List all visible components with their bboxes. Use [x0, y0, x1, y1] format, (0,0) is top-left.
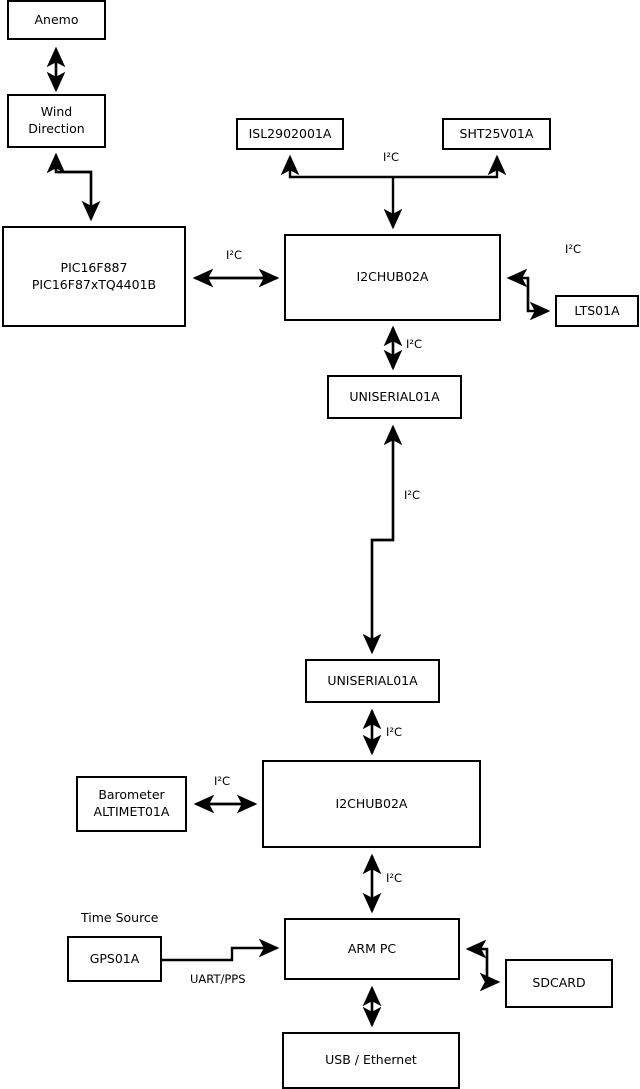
node-barometer-altimet01a[interactable]: Barometer ALTIMET01A [76, 776, 187, 832]
wire-bus-isl [280, 154, 393, 179]
edge-label-i2c-uniserial-hub2: I²C [386, 725, 403, 739]
node-isl2902001a[interactable]: ISL2902001A [236, 118, 344, 150]
wire-hub-lts [526, 278, 551, 321]
edge-label-i2c-hub2-armpc: I²C [386, 871, 403, 885]
node-i2chub02a-top[interactable]: I2CHUB02A [284, 234, 501, 321]
wire-sdcard-armpc [465, 939, 489, 982]
node-uniserial01a-bottom[interactable]: UNISERIAL01A [305, 659, 440, 703]
edge-label-i2c-sensor-bus: I²C [383, 150, 400, 164]
wire-bus-sht [393, 154, 507, 179]
wire-armpc-sdcard [479, 949, 501, 992]
edge-label-i2c-pic-hub: I²C [226, 248, 243, 262]
wire-lts-hub [506, 268, 530, 311]
node-usb-ethernet[interactable]: USB / Ethernet [282, 1032, 460, 1089]
node-anemo[interactable]: Anemo [7, 0, 106, 40]
node-sdcard[interactable]: SDCARD [505, 959, 613, 1008]
wire-wind-pic [54, 157, 101, 222]
edge-label-i2c-lts: I²C [565, 242, 582, 256]
edge-label-i2c-hub-uniserial: I²C [406, 337, 423, 351]
wire-uniser-link-down [362, 427, 395, 655]
label-time-source: Time Source [81, 910, 159, 925]
node-arm-pc[interactable]: ARM PC [284, 918, 460, 980]
node-gps01a[interactable]: GPS01A [67, 936, 162, 982]
edge-label-uart-pps: UART/PPS [190, 972, 246, 986]
edge-label-i2c-barometer: I²C [214, 774, 231, 788]
node-lts01a[interactable]: LTS01A [555, 295, 639, 327]
wire-uniser-link-up [370, 424, 403, 651]
wire-gps-armpc [162, 938, 280, 962]
node-pic-mcu[interactable]: PIC16F887 PIC16F87xTQ4401B [2, 226, 186, 327]
node-i2chub02a-bottom[interactable]: I2CHUB02A [262, 760, 481, 848]
wire-pic-wind [46, 152, 93, 218]
node-wind-direction[interactable]: Wind Direction [7, 94, 106, 148]
node-sht25v01a[interactable]: SHT25V01A [442, 118, 551, 150]
edge-label-i2c-uniserial-link: I²C [404, 488, 421, 502]
node-uniserial01a-top[interactable]: UNISERIAL01A [327, 375, 462, 419]
